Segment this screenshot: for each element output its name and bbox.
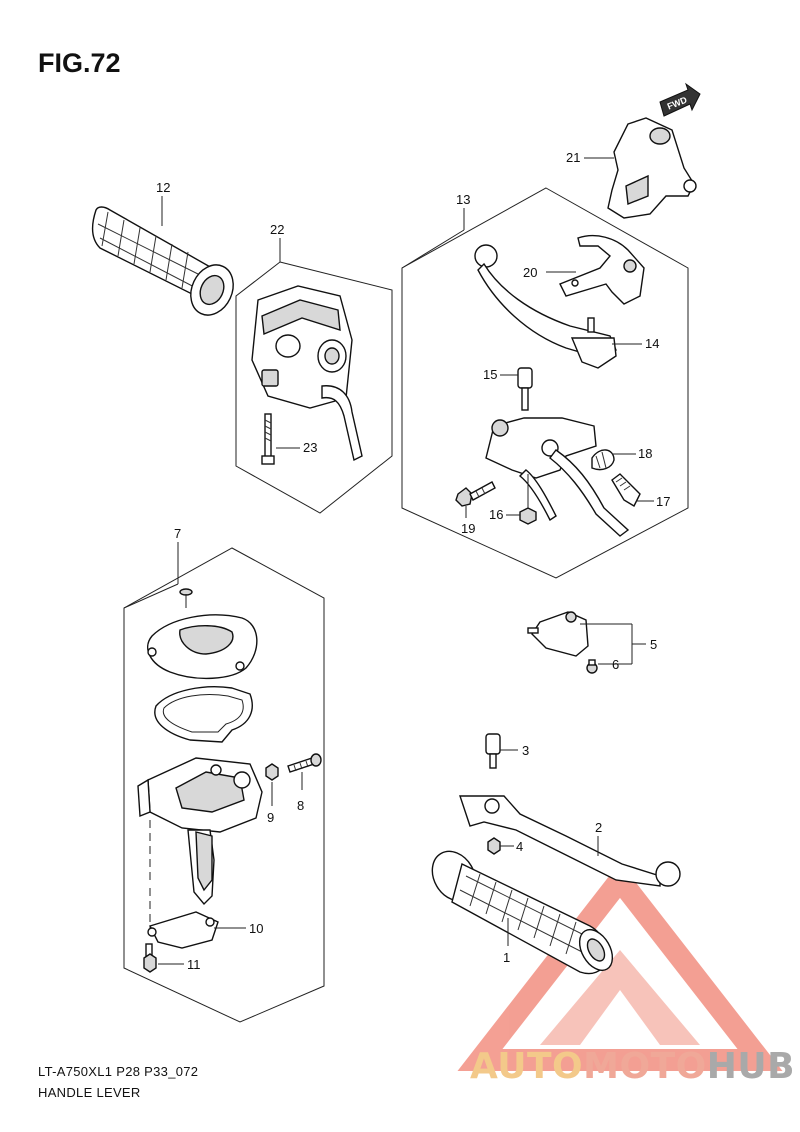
nut-16 — [519, 474, 537, 525]
throttle-housing — [137, 757, 263, 906]
bolt-11 — [143, 943, 157, 973]
callout-12: 12 — [156, 180, 170, 195]
callout-15: 15 — [483, 367, 497, 382]
screw-23 — [261, 413, 275, 465]
brake-master-housing — [485, 417, 630, 537]
pivot-bolt-15 — [517, 367, 533, 411]
dust-cover-18 — [591, 449, 615, 471]
callout-1: 1 — [503, 950, 510, 965]
bolt-19 — [455, 481, 496, 507]
watermark-logo-icon — [457, 862, 783, 1071]
callout-10: 10 — [249, 921, 263, 936]
brake-lever-14 — [474, 244, 617, 369]
cover-screw — [179, 588, 193, 608]
callout-19: 19 — [461, 521, 475, 536]
watermark-text: AUTOMOTOHUB — [470, 1046, 795, 1087]
switch-bracket-5 — [527, 611, 589, 657]
nut-4 — [487, 837, 501, 855]
callout-8: 8 — [297, 798, 304, 813]
left-grip-12 — [91, 206, 234, 316]
watermark-part-1: AUTO — [470, 1046, 584, 1087]
callout-16: 16 — [489, 507, 503, 522]
handlebar-switch — [251, 285, 363, 462]
pivot-pin-3 — [485, 733, 501, 769]
callout-9: 9 — [267, 810, 274, 825]
cover-gasket — [154, 686, 253, 743]
figure-title: FIG.72 — [38, 48, 121, 78]
right-grip-1 — [431, 850, 614, 975]
mirror-bracket-21 — [607, 117, 697, 219]
brake-switch-17 — [611, 473, 641, 507]
callout-13: 13 — [456, 192, 470, 207]
callout-7: 7 — [174, 526, 181, 541]
callout-20: 20 — [523, 265, 537, 280]
clutch-lever-2 — [459, 795, 681, 887]
footer-name: HANDLE LEVER — [38, 1085, 141, 1100]
nut-9 — [265, 763, 279, 781]
parking-bracket-20 — [559, 234, 645, 305]
throttle-cover — [147, 614, 258, 680]
callout-23: 23 — [303, 440, 317, 455]
callout-21: 21 — [566, 150, 580, 165]
adjust-screw-8 — [287, 753, 322, 773]
callout-2: 2 — [595, 820, 602, 835]
cover-plate-10 — [147, 911, 219, 949]
callout-17: 17 — [656, 494, 670, 509]
callout-22: 22 — [270, 222, 284, 237]
callout-5: 5 — [650, 637, 657, 652]
footer-code: LT-A750XL1 P28 P33_072 — [38, 1064, 199, 1079]
callout-11: 11 — [187, 957, 201, 972]
brake-lever-group-frame — [401, 187, 689, 579]
watermark-part-3: HUB — [706, 1046, 796, 1087]
callout-4: 4 — [516, 839, 523, 854]
callout-3: 3 — [522, 743, 529, 758]
switch-group-frame — [235, 261, 393, 514]
screw-6 — [586, 659, 598, 674]
watermark-part-2: MOTO — [583, 1046, 707, 1087]
callout-14: 14 — [645, 336, 659, 351]
callout-18: 18 — [638, 446, 652, 461]
fwd-arrow-icon: FWD — [659, 82, 701, 117]
callout-6: 6 — [612, 657, 619, 672]
